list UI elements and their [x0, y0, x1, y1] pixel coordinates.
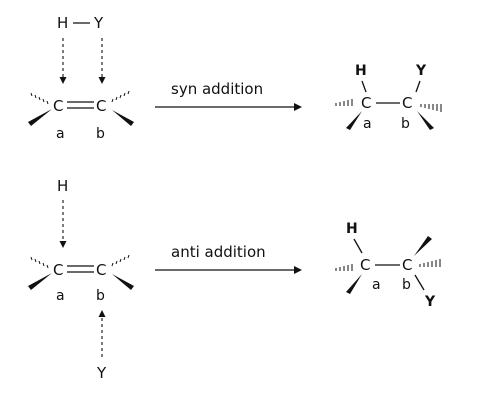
syn-reactant-label-a: a — [56, 126, 65, 142]
syn-reactant-c1: C — [53, 97, 63, 115]
syn-product-wedge-right — [417, 111, 434, 130]
syn-reagent-h: H — [57, 14, 68, 32]
anti-product-y: Y — [424, 294, 436, 310]
anti-product-label-a: a — [372, 277, 381, 293]
syn-product-h-bond — [361, 80, 367, 93]
syn-product: H Y C C a b — [335, 63, 442, 132]
syn-reagent-y: Y — [93, 14, 104, 32]
anti-product-c2: C — [402, 256, 412, 274]
syn-product-h: H — [355, 63, 367, 79]
syn-reactant-wedge-left — [28, 109, 52, 126]
anti-product-y-bond — [414, 274, 425, 291]
anti-reactant-wedge-right — [112, 274, 134, 290]
syn-reagent: H Y — [57, 14, 104, 32]
syn-product-y-bond — [415, 80, 421, 93]
anti-product-label-b: b — [402, 277, 411, 293]
syn-product-c1: C — [361, 94, 371, 112]
anti-reactant-label-a: a — [56, 288, 65, 304]
anti-product-h-bond — [353, 238, 363, 254]
anti-product-c1: C — [360, 256, 370, 274]
anti-product-hash-left — [335, 264, 353, 271]
anti-product-hash-right — [419, 259, 441, 267]
syn-product-hash-right — [420, 104, 442, 112]
syn-product-wedge-left — [346, 111, 362, 130]
anti-product-wedge-left — [346, 274, 362, 294]
anti-reactant-wedge-left — [28, 273, 52, 290]
anti-reactant-c2: C — [96, 261, 106, 279]
anti-reactant-hash-left — [30, 256, 49, 269]
anti-reactant-alkene: C C a b — [28, 254, 134, 304]
syn-arrow-label: syn addition — [171, 80, 263, 98]
syn-product-label-a: a — [363, 116, 372, 132]
syn-reactant-alkene: C C a b — [28, 90, 134, 142]
syn-reactant-hash-right — [111, 90, 130, 103]
syn-product-y: Y — [415, 63, 427, 79]
syn-reactant-hash-left — [30, 92, 49, 105]
anti-reactant-hash-right — [111, 254, 130, 267]
syn-product-label-b: b — [401, 116, 410, 132]
anti-product-h: H — [346, 221, 358, 237]
syn-product-c2: C — [402, 94, 412, 112]
anti-reagent-y: Y — [96, 364, 107, 382]
syn-reactant-c2: C — [96, 97, 106, 115]
anti-product-wedge-right — [414, 236, 432, 256]
syn-product-hash-left — [335, 99, 353, 106]
syn-scheme: H Y C C a b — [28, 14, 442, 142]
anti-scheme: H C C a b Y anti add — [28, 177, 441, 382]
syn-reactant-wedge-right — [112, 110, 134, 126]
anti-reagent-h: H — [57, 177, 68, 195]
anti-arrow-label: anti addition — [171, 243, 266, 261]
anti-reactant-c1: C — [53, 261, 63, 279]
syn-reactant-label-b: b — [96, 126, 105, 142]
anti-product: H C C Y a b — [335, 221, 441, 310]
anti-reactant-label-b: b — [96, 288, 105, 304]
